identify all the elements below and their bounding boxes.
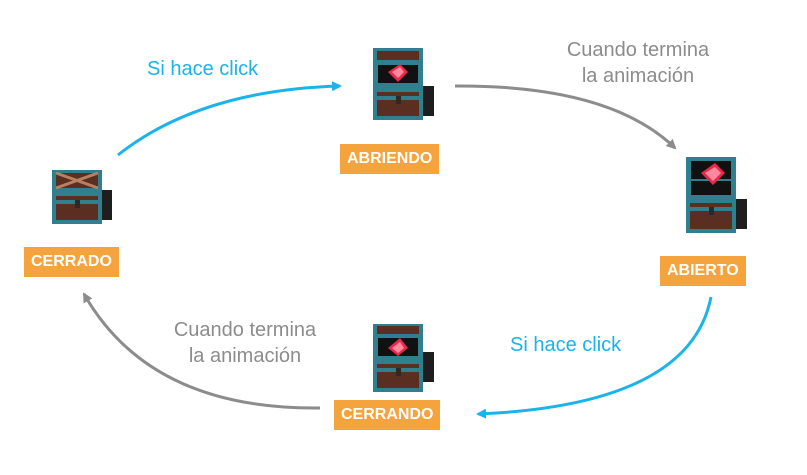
arrow-abierto-to-cerrando xyxy=(476,296,713,419)
transition-label-cerrado-to-abriendo: Si hace click xyxy=(147,58,259,80)
state-label-cerrando: CERRANDO xyxy=(334,400,441,430)
state-label-abierto: ABIERTO xyxy=(660,256,746,286)
arrow-cerrando-to-cerrado xyxy=(82,292,321,410)
transition-label-cerrando-to-cerrado: Cuando termina la animación xyxy=(155,317,335,369)
transition-label-abierto-to-cerrando: Si hace click xyxy=(510,334,622,356)
state-label-abriendo: ABRIENDO xyxy=(340,144,440,174)
transition-label-line1: Cuando termina xyxy=(173,319,317,341)
transition-label-abriendo-to-abierto: Cuando termina la animación xyxy=(548,37,728,89)
transition-label-line1: Cuando termina xyxy=(566,39,710,61)
opening-chest-icon xyxy=(373,48,434,120)
closed-chest-icon xyxy=(52,170,112,224)
open-chest-icon xyxy=(686,157,747,233)
state-label-cerrado: CERRADO xyxy=(24,247,119,277)
arrow-abriendo-to-abierto xyxy=(454,84,677,150)
transition-label-line2: la animación xyxy=(188,345,302,367)
closing-chest-icon xyxy=(373,324,434,392)
arrow-cerrado-to-abriendo xyxy=(117,81,342,157)
transition-label-line2: la animación xyxy=(581,65,695,87)
